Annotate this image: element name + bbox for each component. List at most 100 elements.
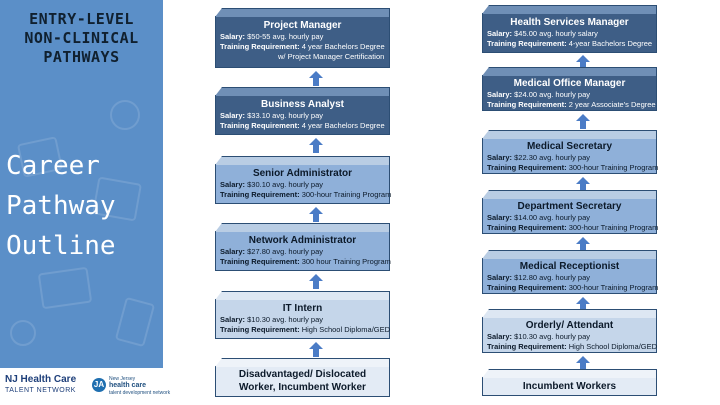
box-title: Network Administrator xyxy=(248,235,357,246)
salary-label: Salary: xyxy=(487,213,513,222)
logo-text: NJ Health Care xyxy=(5,374,77,385)
logo-text-line: New Jersey xyxy=(109,376,136,382)
training-value: 300-hour Training Program xyxy=(301,190,392,199)
box-top xyxy=(482,130,657,139)
box-training: Training Requirement: 2 year Associate's… xyxy=(483,100,656,110)
salary-label: Salary: xyxy=(487,90,513,99)
training-value: High School Diploma/GED xyxy=(568,342,658,351)
salary-label: Salary: xyxy=(487,273,513,282)
salary-value: $50-55 avg. hourly pay xyxy=(247,32,324,41)
box-top xyxy=(482,67,657,76)
salary-value: $12.80 avg. hourly pay xyxy=(514,273,591,282)
up-arrow-icon xyxy=(309,207,323,222)
box-top xyxy=(215,156,390,165)
sidebar-panel: ENTRY-LEVEL NON-CLINICAL PATHWAYS Career… xyxy=(0,0,163,368)
box-title: Incumbent Workers xyxy=(522,381,617,392)
up-arrow-icon xyxy=(576,114,590,129)
pathway-box-senior-administrator: Senior Administrator Salary: $30.10 avg.… xyxy=(215,156,392,204)
sidebar-title-line: PATHWAYS xyxy=(43,48,120,66)
salary-label: Salary: xyxy=(220,315,246,324)
page-heading-line: Career xyxy=(6,151,100,181)
box-salary: Salary: $12.80 avg. hourly pay xyxy=(483,273,656,283)
up-arrow-icon xyxy=(309,71,323,86)
box-training: Training Requirement: 300-hour Training … xyxy=(216,190,392,200)
training-label: Training Requirement: xyxy=(220,325,300,334)
logo-text-line: health care xyxy=(109,382,146,389)
box-salary: Salary: $30.10 avg. hourly pay xyxy=(216,180,389,190)
page-heading-line: Pathway xyxy=(6,191,116,221)
salary-label: Salary: xyxy=(220,111,246,120)
box-title: Medical Secretary xyxy=(526,141,613,152)
salary-value: $24.00 avg. hourly pay xyxy=(514,90,591,99)
salary-label: Salary: xyxy=(220,32,246,41)
box-title: Health Services Manager xyxy=(510,17,629,28)
box-title: Business Analyst xyxy=(261,99,344,110)
salary-value: $27.80 avg. hourly pay xyxy=(247,247,324,256)
training-label: Training Requirement: xyxy=(487,163,567,172)
sidebar-title-line: NON-CLINICAL xyxy=(24,29,139,47)
decorative-shape xyxy=(37,266,93,310)
training-label: Training Requirement: xyxy=(220,190,300,199)
box-training: Training Requirement: High School Diplom… xyxy=(216,325,391,335)
decorative-shape xyxy=(10,320,36,346)
training-value: High School Diploma/GED xyxy=(301,325,391,334)
box-top xyxy=(215,87,390,96)
training-label: Training Requirement: xyxy=(487,283,567,292)
page-heading: Career Pathway Outline xyxy=(6,146,116,266)
box-top xyxy=(482,250,657,259)
training-label: Training Requirement: xyxy=(487,39,567,48)
pathway-box-medical-secretary: Medical Secretary Salary: $22.30 avg. ho… xyxy=(482,130,659,174)
up-arrow-icon xyxy=(576,177,590,192)
box-title-line: Worker, Incumbent Worker xyxy=(239,382,366,393)
up-arrow-icon xyxy=(576,237,590,252)
box-salary: Salary: $22.30 avg. hourly pay xyxy=(483,153,656,163)
box-salary: Salary: $14.00 avg. hourly pay xyxy=(483,213,656,223)
training-label: Training Requirement: xyxy=(487,100,567,109)
training-value: 2 year Associate's Degree xyxy=(568,100,656,109)
talent-network-logo: JA New Jersey health care talent develop… xyxy=(92,376,170,400)
box-training: Training Requirement: 4 year Bachelors D… xyxy=(216,121,389,131)
box-title: Medical Receptionist xyxy=(519,261,620,272)
box-title: Medical Office Manager xyxy=(513,78,626,89)
page-heading-line: Outline xyxy=(6,231,116,261)
logo-mark-icon: JA xyxy=(92,378,106,392)
salary-value: $30.10 avg. hourly pay xyxy=(247,180,324,189)
box-training: Training Requirement: 300-hour Training … xyxy=(483,163,659,173)
training-value: 4 year Bachelors Degree xyxy=(301,42,385,51)
training-value: 300-hour Training Program xyxy=(568,163,659,172)
box-salary: Salary: $27.80 avg. hourly pay xyxy=(216,247,389,257)
training-label: Training Requirement: xyxy=(220,42,300,51)
decorative-shape xyxy=(114,296,156,348)
up-arrow-icon xyxy=(576,297,590,312)
training-value: 300 hour Training Program xyxy=(301,257,391,266)
box-top xyxy=(482,5,657,14)
training-value: 300-hour Training Program xyxy=(568,283,659,292)
salary-value: $45.00 avg. hourly salary xyxy=(514,29,598,38)
training-label: Training Requirement: xyxy=(487,342,567,351)
training-value: 300-hour Training Program xyxy=(568,223,659,232)
pathway-box-network-administrator: Network Administrator Salary: $27.80 avg… xyxy=(215,223,391,271)
box-top xyxy=(482,369,657,378)
box-training: Training Requirement: 4-year Bachelors D… xyxy=(483,39,656,49)
salary-label: Salary: xyxy=(487,153,513,162)
salary-label: Salary: xyxy=(487,332,513,341)
pathway-box-department-secretary: Department Secretary Salary: $14.00 avg.… xyxy=(482,190,659,234)
salary-value: $10.30 avg. hourly pay xyxy=(247,315,324,324)
logo-text: New Jersey health care talent developmen… xyxy=(109,376,170,396)
box-salary: Salary: $45.00 avg. hourly salary xyxy=(483,29,656,39)
logo-bar: NJ Health Care TALENT NETWORK JA New Jer… xyxy=(0,368,170,405)
salary-label: Salary: xyxy=(220,180,246,189)
box-salary: Salary: $10.30 avg. hourly pay xyxy=(483,332,656,342)
salary-value: $33.10 avg. hourly pay xyxy=(247,111,324,120)
training-label: Training Requirement: xyxy=(220,257,300,266)
decorative-shape xyxy=(110,100,140,130)
nj-health-care-logo: NJ Health Care TALENT NETWORK xyxy=(5,374,77,398)
pathway-box-incumbent-workers: Incumbent Workers xyxy=(482,369,657,396)
salary-value: $14.00 avg. hourly pay xyxy=(514,213,591,222)
salary-value: $22.30 avg. hourly pay xyxy=(514,153,591,162)
up-arrow-icon xyxy=(309,274,323,289)
box-training: Training Requirement: 300 hour Training … xyxy=(216,257,391,267)
box-top xyxy=(482,309,657,318)
logo-text-line: talent development network xyxy=(109,390,171,396)
pathway-box-business-analyst: Business Analyst Salary: $33.10 avg. hou… xyxy=(215,87,390,135)
